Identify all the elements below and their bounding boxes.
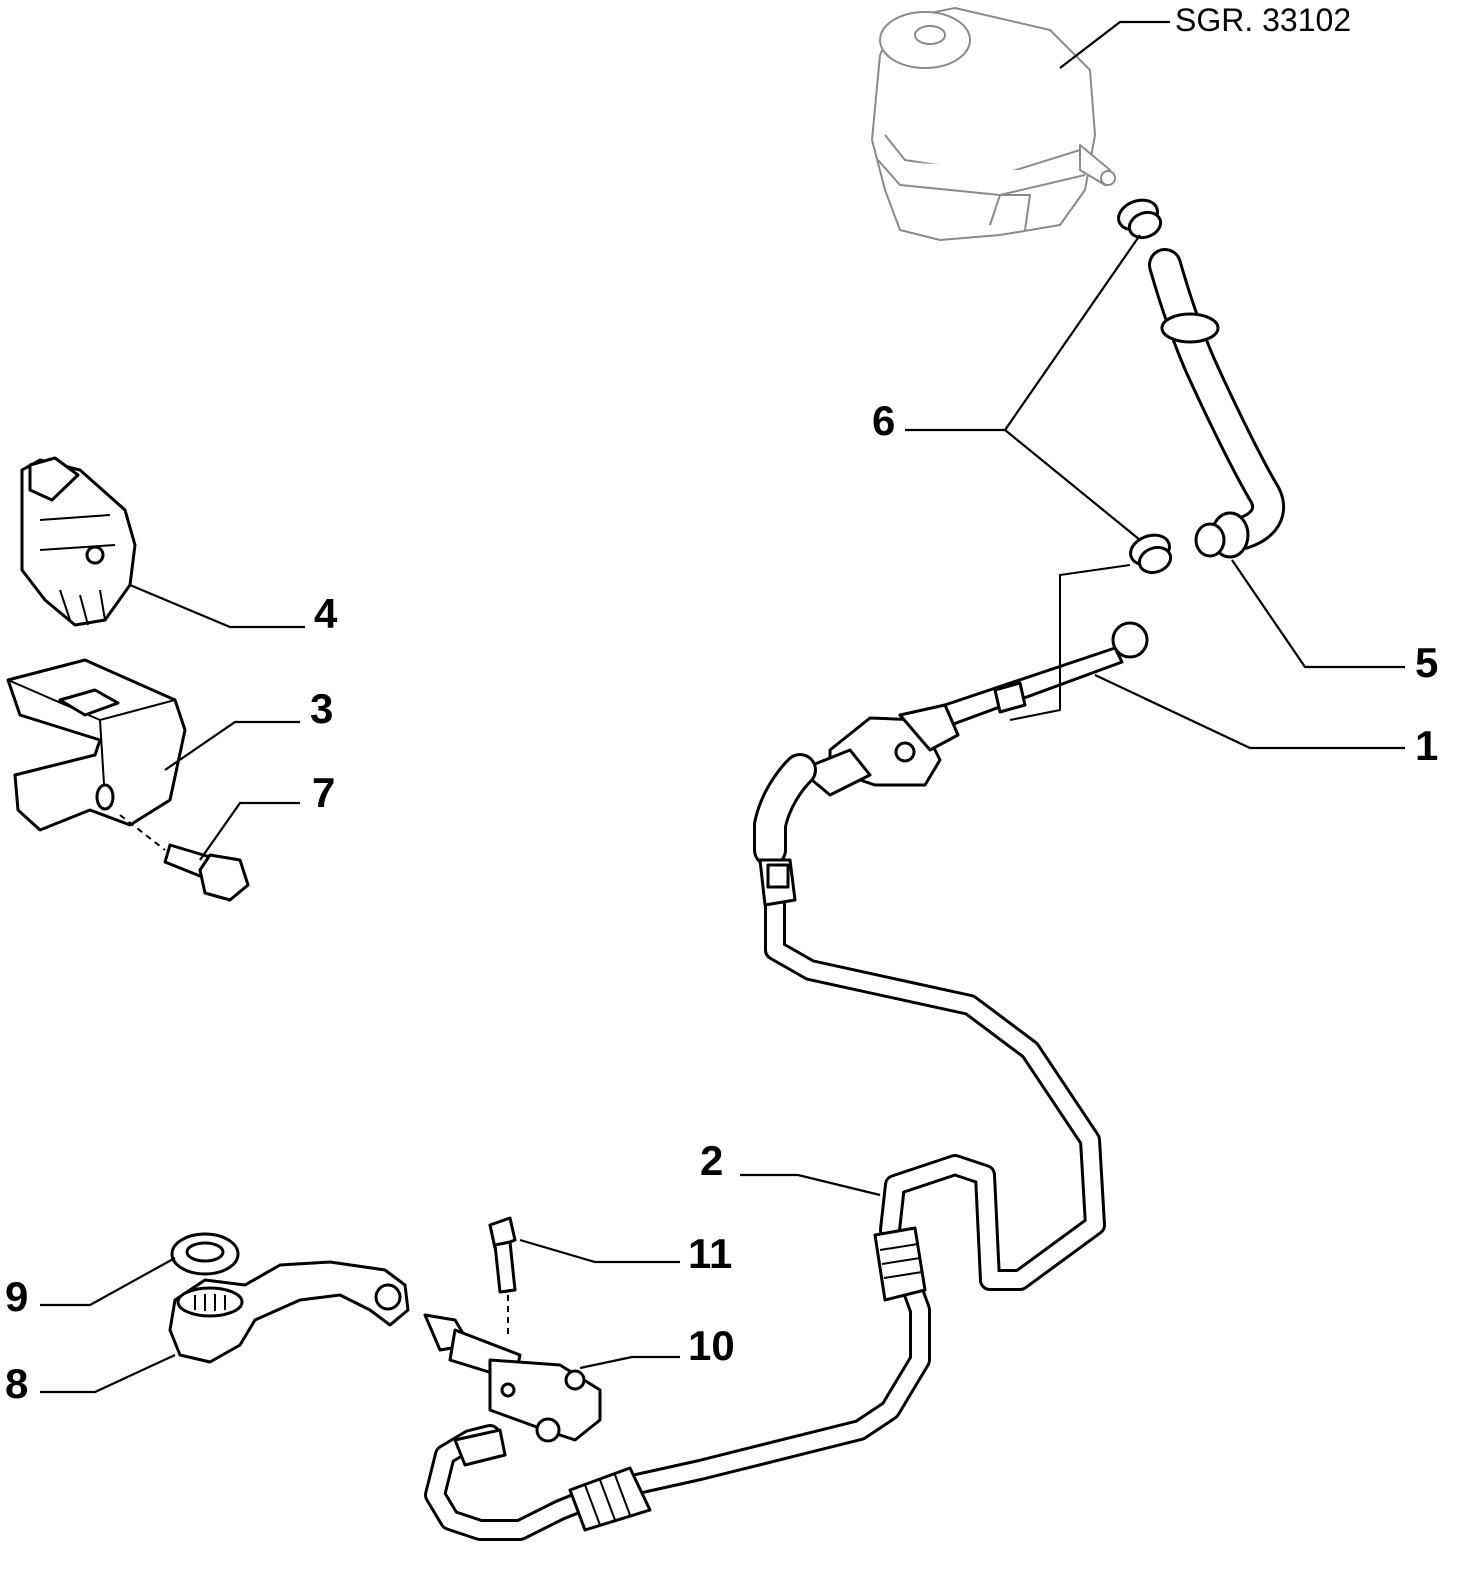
part-11-bolt <box>488 1216 517 1335</box>
leader-2 <box>740 1173 881 1197</box>
part-5-feed-hose <box>1148 248 1286 559</box>
callout-7: 7 <box>312 769 336 816</box>
callout-9: 9 <box>5 1273 29 1320</box>
callout-6: 6 <box>872 397 896 444</box>
leader-10 <box>579 1355 680 1370</box>
part-8-lever <box>168 1260 410 1364</box>
leader-8 <box>40 1354 176 1394</box>
fluid-reservoir <box>871 7 1116 241</box>
reference-leader-line <box>1059 20 1170 69</box>
leader-5 <box>1231 559 1405 669</box>
part-4-clip <box>20 456 137 627</box>
leader-7 <box>199 801 300 861</box>
part-1-master-cylinder <box>753 621 1149 867</box>
leader-11 <box>519 1238 680 1264</box>
part-2-clutch-pipe <box>424 858 1106 1541</box>
callout-10: 10 <box>688 1322 735 1369</box>
callout-2: 2 <box>700 1137 724 1184</box>
part-7-bolt <box>119 814 250 902</box>
assembly-guide-line-clamp <box>1009 564 1131 721</box>
part-10-slave-cylinder <box>423 1313 602 1443</box>
part-9-washer <box>170 1232 240 1276</box>
leader-4 <box>129 583 305 629</box>
part-3-bracket <box>6 658 187 832</box>
leader-3 <box>164 720 300 771</box>
leader-6 <box>905 234 1141 541</box>
callout-4: 4 <box>314 590 338 637</box>
part-6-hose-clamps <box>1117 198 1173 575</box>
callout-8: 8 <box>5 1360 29 1407</box>
reference-code: SGR. 33102 <box>1175 2 1352 38</box>
callout-5: 5 <box>1415 639 1439 686</box>
callout-1: 1 <box>1415 722 1439 769</box>
callout-11: 11 <box>688 1230 733 1277</box>
leader-1 <box>1094 674 1405 750</box>
leader-9 <box>40 1257 176 1307</box>
callout-3: 3 <box>310 685 334 732</box>
